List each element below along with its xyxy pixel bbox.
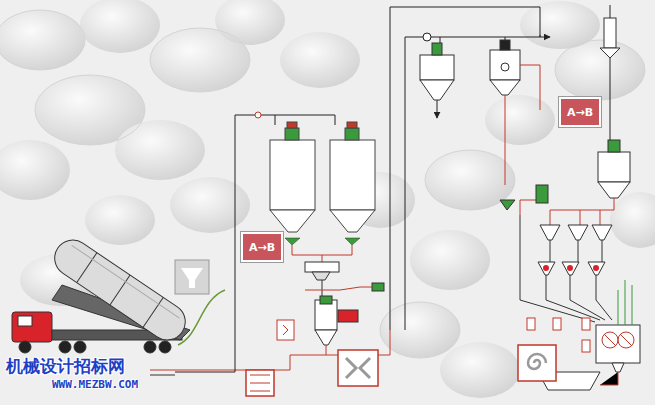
icon-label: A→B [249,241,275,254]
watermark-url: WWW.MEZBW.COM [52,378,138,391]
mode-icon-box: A→B [559,97,601,127]
mode-icon-box: A→B [241,232,283,262]
icon-label: A→B [567,106,593,119]
watermark-title: 机械设计招标网 [6,355,125,378]
